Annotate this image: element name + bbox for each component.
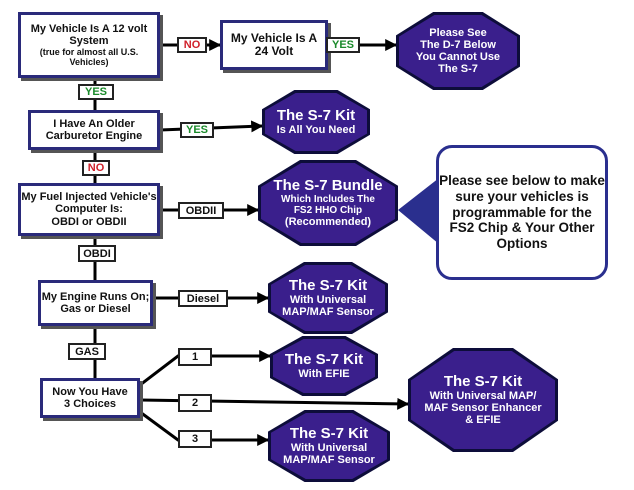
outcome-bundle: The S-7 Bundle Which Includes The FS2 HH… (258, 160, 398, 246)
tag-choice-1: 1 (178, 348, 212, 366)
outcome-kit-efie-line1: The S-7 Kit (284, 350, 364, 368)
node-12-volt-sub: (true for almost all U.S. Vehicles) (39, 47, 139, 68)
outcome-kit-3-line2: With Universal (290, 442, 368, 455)
fs2-callout: Please see below to make sure your vehic… (436, 145, 608, 280)
node-12-volt: My Vehicle Is A 12 volt System (true for… (18, 12, 160, 78)
fs2-callout-text: Please see below to make sure your vehic… (439, 172, 605, 252)
node-24-volt-title: My Vehicle Is A 24 Volt (230, 30, 318, 58)
node-12-volt-title: My Vehicle Is A 12 volt System (30, 22, 148, 47)
outcome-kit-enhancer-line3: MAF Sensor Enhancer (424, 402, 542, 415)
tag-no-24v: NO (177, 37, 207, 53)
outcome-bundle-line3: FS2 HHO Chip (293, 205, 363, 217)
node-choices: Now You Have 3 Choices (40, 378, 140, 418)
outcome-kit-all-line1: The S-7 Kit (276, 106, 356, 124)
outcome-kit-diesel-line3: MAP/MAF Sensor (282, 306, 374, 319)
tag-choice-2: 2 (178, 394, 212, 412)
outcome-bundle-line2: Which Includes The (281, 194, 375, 206)
outcome-kit-all-line2: Is All You Need (276, 124, 356, 137)
node-24-volt: My Vehicle Is A 24 Volt (220, 20, 328, 70)
tag-yes-d7: YES (326, 37, 360, 53)
outcome-kit-efie-line2: With EFIE (298, 368, 350, 381)
outcome-d7-line2: The D-7 Below (420, 38, 496, 51)
outcome-kit-diesel: The S-7 Kit With Universal MAP/MAF Senso… (268, 262, 388, 334)
outcome-d7-line4: The S-7 (438, 63, 478, 76)
node-choices-line1: Now You Have (52, 385, 128, 398)
outcome-kit-enhancer: The S-7 Kit With Universal MAP/ MAF Sens… (408, 348, 558, 452)
tag-yes-12v: YES (78, 84, 114, 100)
outcome-kit-enhancer-line1: The S-7 Kit (443, 372, 523, 390)
node-computer: My Fuel Injected Vehicle's Computer Is: … (18, 183, 160, 236)
outcome-d7-line3: You Cannot Use (415, 51, 501, 63)
node-choices-line2: 3 Choices (64, 398, 116, 410)
tag-choice-3: 3 (178, 430, 212, 448)
outcome-kit-3-line1: The S-7 Kit (289, 424, 369, 442)
outcome-kit-diesel-line2: With Universal (289, 294, 367, 307)
outcome-kit-enhancer-line2: With Universal MAP/ (429, 390, 537, 403)
outcome-d7: Please See The D-7 Below You Cannot Use … (396, 12, 520, 90)
outcome-bundle-line4: (Recommended) (284, 216, 372, 229)
outcome-kit-all: The S-7 Kit Is All You Need (262, 90, 370, 154)
outcome-kit-3-line3: MAP/MAF Sensor (283, 454, 375, 467)
tag-obdi: OBDI (78, 245, 116, 262)
outcome-bundle-line1: The S-7 Bundle (273, 176, 383, 194)
node-older-carburetor: I Have An Older Carburetor Engine (28, 110, 160, 150)
node-engine: My Engine Runs On; Gas or Diesel (38, 280, 153, 326)
node-engine-sub: Gas or Diesel (60, 303, 131, 315)
node-engine-title: My Engine Runs On; (41, 290, 150, 303)
outcome-kit-enhancer-line4: & EFIE (465, 414, 501, 427)
tag-yes-carb: YES (180, 122, 214, 138)
outcome-kit-diesel-line1: The S-7 Kit (288, 276, 368, 294)
tag-gas: GAS (68, 343, 106, 360)
outcome-kit-3: The S-7 Kit With Universal MAP/MAF Senso… (268, 410, 390, 482)
node-computer-title: My Fuel Injected Vehicle's Computer Is: (21, 191, 157, 216)
node-older-carburetor-title: I Have An Older Carburetor Engine (45, 117, 143, 142)
tag-diesel: Diesel (178, 290, 228, 307)
tag-obdii: OBDII (178, 202, 224, 219)
outcome-kit-efie: The S-7 Kit With EFIE (270, 336, 378, 396)
node-computer-sub: OBDI or OBDII (51, 215, 127, 228)
tag-no-carb: NO (82, 160, 110, 176)
outcome-d7-line1: Please See (429, 26, 487, 39)
